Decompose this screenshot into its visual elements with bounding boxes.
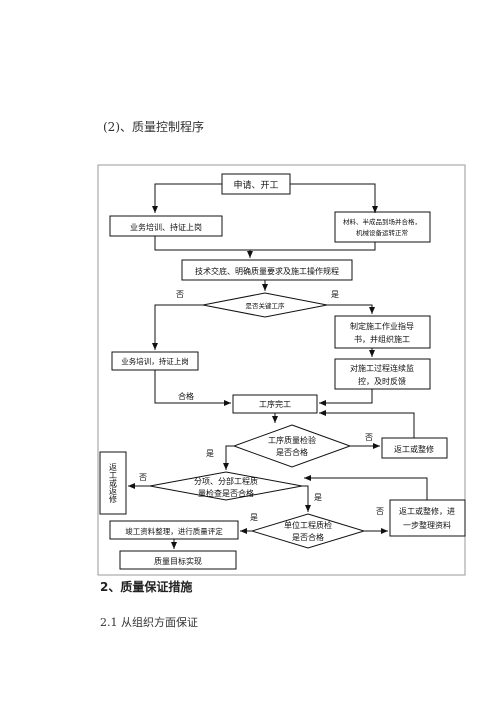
goal-label: 质量目标实现 (154, 556, 202, 566)
briefing-box (181, 259, 353, 281)
unit-no-label: 否 (376, 507, 384, 516)
flowchart-frame (97, 164, 466, 576)
subitem-yes-label: 是 (314, 493, 322, 502)
arrow-check-yes (223, 445, 234, 470)
arrow-start-left (152, 183, 222, 213)
arrow-start-right (290, 183, 378, 213)
materials-label-line2: 机械设备运转正常 (356, 228, 408, 237)
rework-side-label: 返工或返修 (109, 463, 118, 504)
goal-box (119, 550, 237, 570)
monitor-box (334, 358, 431, 390)
briefing-label: 技术交底、明确质量要求及施工操作规程 (195, 266, 339, 276)
materials-label-line1: 材料、半成品到场并合格， (343, 217, 421, 226)
unit-check-label-line2: 是否合格 (292, 532, 324, 542)
plan-label-line1: 制定施工作业指导 (350, 321, 414, 331)
monitor-label-line2: 控，及时反馈 (358, 376, 406, 386)
pass-label: 合格 (178, 391, 194, 401)
section-title: 2、质量保证措施 (100, 580, 193, 594)
quality-check-diamond (232, 424, 352, 468)
training-label: 业务培训、持证上岗 (130, 222, 202, 232)
monitor-label-line1: 对施工过程连续监 (350, 363, 414, 373)
page-heading: (2)、质量控制程序 (103, 120, 204, 134)
rework2-box (389, 499, 466, 537)
completion-label: 竣工资料整理，进行质量评定 (125, 526, 223, 536)
plan-box (334, 315, 431, 349)
unit-yes-label: 是 (250, 513, 258, 522)
check-no-label: 否 (365, 433, 373, 442)
check-yes-label: 是 (206, 449, 214, 458)
rework1-label: 返工或整修 (394, 444, 434, 454)
rework-side-box (99, 451, 127, 515)
start-label: 申请、开工 (233, 179, 278, 191)
training-box (109, 215, 223, 237)
sub-title: 2.1 从组织方面保证 (100, 616, 198, 629)
process-done-label: 工序完工 (259, 399, 291, 409)
quality-check-label-line1: 工序质量检验 (268, 435, 316, 445)
unit-check-label-line1: 单位工程质检 (284, 520, 332, 530)
arrow-key-yes (327, 304, 375, 314)
line-materials-merge (250, 242, 376, 251)
arrow-training2-done (154, 370, 231, 406)
arrow-monitor-done (319, 389, 373, 406)
plan-label-line2: 书，并组织施工 (354, 334, 410, 344)
arrow-key-no (152, 304, 203, 350)
subitem-label-line1: 分项、分部工程质 (194, 476, 258, 486)
key-no-label: 否 (176, 290, 184, 299)
rework2-label-line2: 一步整理资料 (403, 520, 451, 530)
key-process-diamond (202, 292, 328, 318)
key-yes-label: 是 (331, 290, 339, 299)
subitem-label-line2: 量检查是否合格 (198, 488, 254, 498)
subitem-diamond (149, 471, 303, 501)
quality-check-label-line2: 是否合格 (276, 447, 308, 457)
line-training-merge (154, 236, 250, 251)
materials-box (334, 211, 431, 243)
rework2-label-line1: 返工或整修，进 (399, 506, 455, 516)
subitem-no-label: 否 (139, 473, 147, 482)
arrow-rework1-back (319, 410, 415, 438)
arrow-rework2-back (304, 475, 428, 500)
key-process-label: 是否关键工序 (246, 301, 286, 310)
training2-label: 业务培训，持证上岗 (121, 356, 189, 366)
unit-check-diamond (250, 513, 366, 549)
arrow-subitem-yes (302, 485, 311, 512)
